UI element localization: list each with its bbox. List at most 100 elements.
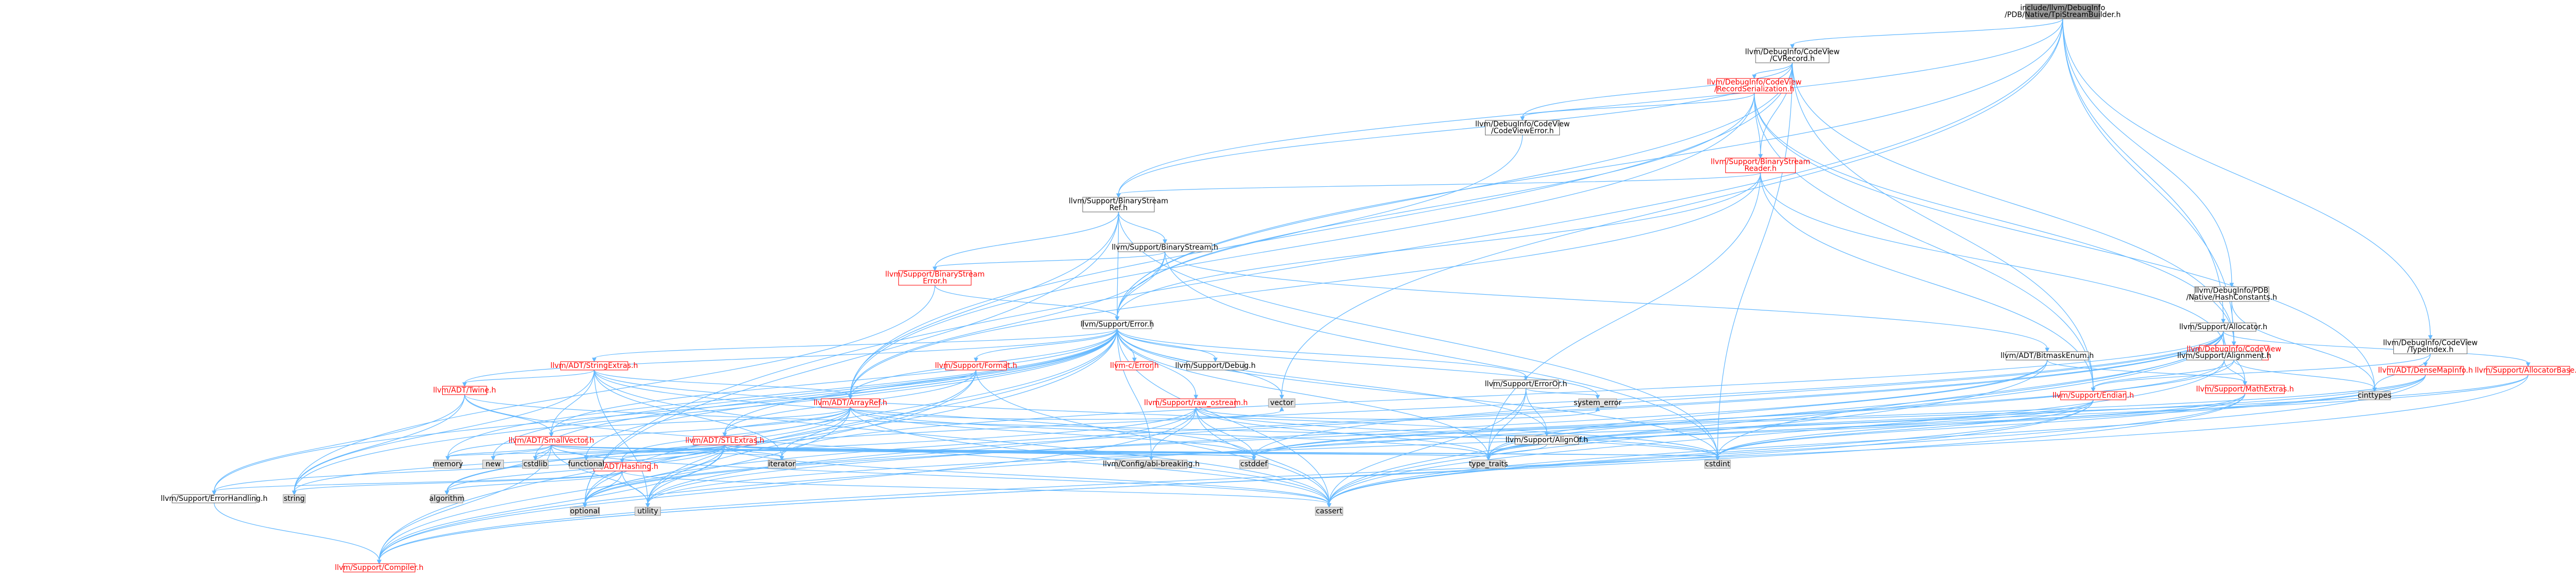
edge-arrayref-to-cassert xyxy=(850,407,1332,508)
node-label: llvm/Support/ErrorOr.h xyxy=(1485,380,1567,388)
edge-stlextras-to-configabi xyxy=(724,444,1154,461)
edge-alignof-to-typetraits xyxy=(1486,444,1547,461)
node-box xyxy=(2190,322,2256,332)
node-format[interactable]: llvm/Support/Format.h xyxy=(935,361,1017,371)
edge-cvrecord-to-arrayref xyxy=(848,62,1793,400)
node-label: Error.h xyxy=(923,277,947,286)
node-label: llvm/Config/abi-breaking.h xyxy=(1103,460,1200,468)
node-label: cassert xyxy=(1316,507,1343,515)
node-errorhandling[interactable]: llvm/Support/ErrorHandling.h xyxy=(161,494,267,503)
node-typeindex[interactable]: llvm/DebugInfo/CodeView/TypeIndex.h xyxy=(2383,339,2478,354)
node-box xyxy=(560,361,628,371)
node-label: llvm/Support/BinaryStream xyxy=(1711,158,1810,166)
node-label: llvm/Support/Allocator.h xyxy=(2179,323,2268,331)
node-cinttypes: cinttypes xyxy=(2358,391,2391,400)
node-label: Reader.h xyxy=(1745,165,1777,173)
node-label: llvm/Support/Error.h xyxy=(1081,320,1154,329)
node-label: Ref.h xyxy=(1109,204,1128,212)
edge-arrayref-to-vector xyxy=(850,406,1284,420)
node-stringextras[interactable]: llvm/ADT/StringExtras.h xyxy=(550,361,638,371)
edge-recser-to-codeview xyxy=(1754,93,2236,346)
node-algorithm: algorithm xyxy=(429,494,465,503)
node-box xyxy=(515,436,588,445)
node-alignment[interactable]: llvm/Support/Alignment.h xyxy=(2177,351,2271,361)
node-mathextras[interactable]: llvm/Support/MathExtras.h xyxy=(2196,385,2294,394)
node-box xyxy=(1578,398,1617,408)
node-box xyxy=(1239,459,1268,469)
node-debug[interactable]: llvm/Support/Debug.h xyxy=(1175,361,1256,371)
edge-error-to-erroror xyxy=(1117,328,1528,381)
edge-hashing-to-errorhandling xyxy=(211,470,623,496)
node-new: new xyxy=(482,459,504,469)
node-bstream[interactable]: llvm/Support/BinaryStream.h xyxy=(1112,243,1218,252)
node-label: include/llvm/DebugInfo xyxy=(2020,4,2105,13)
edge-bstream-to-bitmask xyxy=(1164,251,2050,353)
node-label: llvm/DebugInfo/CodeView xyxy=(1475,120,1570,129)
node-box xyxy=(768,459,796,469)
node-cstddef: cstddef xyxy=(1239,459,1268,469)
node-label: llvm/Support/Debug.h xyxy=(1175,362,1256,370)
node-label: llvm/Support/AllocatorBase.h xyxy=(2475,366,2576,375)
edge-twine-to-smallvector xyxy=(464,394,554,438)
node-recser[interactable]: llvm/DebugInfo/CodeView/RecordSerializat… xyxy=(1707,78,1802,94)
node-bitmask[interactable]: llvm/ADT/BitmaskEnum.h xyxy=(2000,351,2094,361)
edge-cverror-to-error xyxy=(1115,134,1523,321)
node-box xyxy=(569,459,603,469)
node-box xyxy=(2205,385,2285,394)
node-box xyxy=(434,459,462,469)
node-alignof[interactable]: llvm/Support/AlignOf.h xyxy=(1505,435,1588,445)
node-hashing[interactable]: llvm/ADT/Hashing.h xyxy=(586,462,658,472)
edge-cvrecord-to-bsref xyxy=(1116,62,1793,198)
node-arrayref[interactable]: llvm/ADT/ArrayRef.h xyxy=(814,398,887,408)
edge-allocator-to-compiler xyxy=(377,331,2224,565)
edge-root-to-cvrecord xyxy=(1790,18,2063,49)
node-allocator[interactable]: llvm/Support/Allocator.h xyxy=(2179,322,2268,332)
node-densemapinfo[interactable]: llvm/ADT/DenseMapInfo.h xyxy=(2378,366,2473,375)
node-label: llvm/Support/BinaryStream xyxy=(885,271,985,279)
edge-hashing-to-optional xyxy=(582,470,623,508)
node-label: llvm/Support/MathExtras.h xyxy=(2196,385,2294,394)
node-box xyxy=(1082,197,1155,212)
node-label: optional xyxy=(570,507,600,515)
edge-stlextras-to-cstdlib xyxy=(533,444,725,461)
node-optional: optional xyxy=(570,507,600,516)
edge-cvrecord-to-error xyxy=(1115,62,1793,321)
node-label: llvm/DebugInfo/CodeView xyxy=(1745,48,1840,57)
node-box xyxy=(1725,158,1796,173)
node-compiler[interactable]: llvm/Support/Compiler.h xyxy=(335,563,424,573)
node-label: llvm/ADT/ArrayRef.h xyxy=(814,399,887,407)
node-label: llvm/Support/Format.h xyxy=(935,362,1017,370)
edge-recser-to-error xyxy=(1115,93,1755,321)
node-stlextras[interactable]: llvm/ADT/STLExtras.h xyxy=(685,436,764,445)
node-allocbase[interactable]: llvm/Support/AllocatorBase.h xyxy=(2475,366,2576,375)
edge-erroror-to-alignof xyxy=(1525,388,1549,437)
node-cerror[interactable]: llvm-c/Error.h xyxy=(1110,361,1159,371)
node-box xyxy=(820,398,880,408)
edge-stringextras-to-twine xyxy=(462,369,595,387)
node-error[interactable]: llvm/Support/Error.h xyxy=(1081,320,1154,329)
node-hashconst[interactable]: llvm/DebugInfo/PDB/Native/HashConstants.… xyxy=(2186,286,2277,302)
node-cvrecord[interactable]: llvm/DebugInfo/CodeView/CVRecord.h xyxy=(1745,48,1840,63)
edge-smallvector-to-new xyxy=(491,444,552,461)
node-label: /CodeViewError.h xyxy=(1491,127,1554,136)
edge-allocbase-to-compiler xyxy=(377,374,2529,565)
node-box xyxy=(482,459,504,469)
edge-error-to-typetraits xyxy=(1117,328,1491,461)
node-root: include/llvm/DebugInfo/PDB/Native/TpiStr… xyxy=(2005,4,2121,19)
node-endian[interactable]: llvm/Support/Endian.h xyxy=(2052,391,2134,400)
node-erroror[interactable]: llvm/Support/ErrorOr.h xyxy=(1485,379,1567,389)
node-label: cstdint xyxy=(1705,460,1730,468)
nodes-layer: include/llvm/DebugInfo/PDB/Native/TpiStr… xyxy=(161,4,2576,573)
node-smallvector[interactable]: llvm/ADT/SmallVector.h xyxy=(509,436,594,445)
node-rawostream[interactable]: llvm/Support/raw_ostream.h xyxy=(1144,398,1248,408)
edge-erroror-to-syserror xyxy=(1525,388,1600,400)
node-label: llvm/ADT/DenseMapInfo.h xyxy=(2378,366,2473,375)
edge-stlextras-to-cstdint xyxy=(724,444,1720,461)
node-box xyxy=(1716,78,1793,94)
node-twine[interactable]: llvm/ADT/Twine.h xyxy=(433,386,496,395)
node-cverror[interactable]: llvm/DebugInfo/CodeView/CodeViewError.h xyxy=(1475,120,1570,136)
node-label: iterator xyxy=(768,460,795,468)
